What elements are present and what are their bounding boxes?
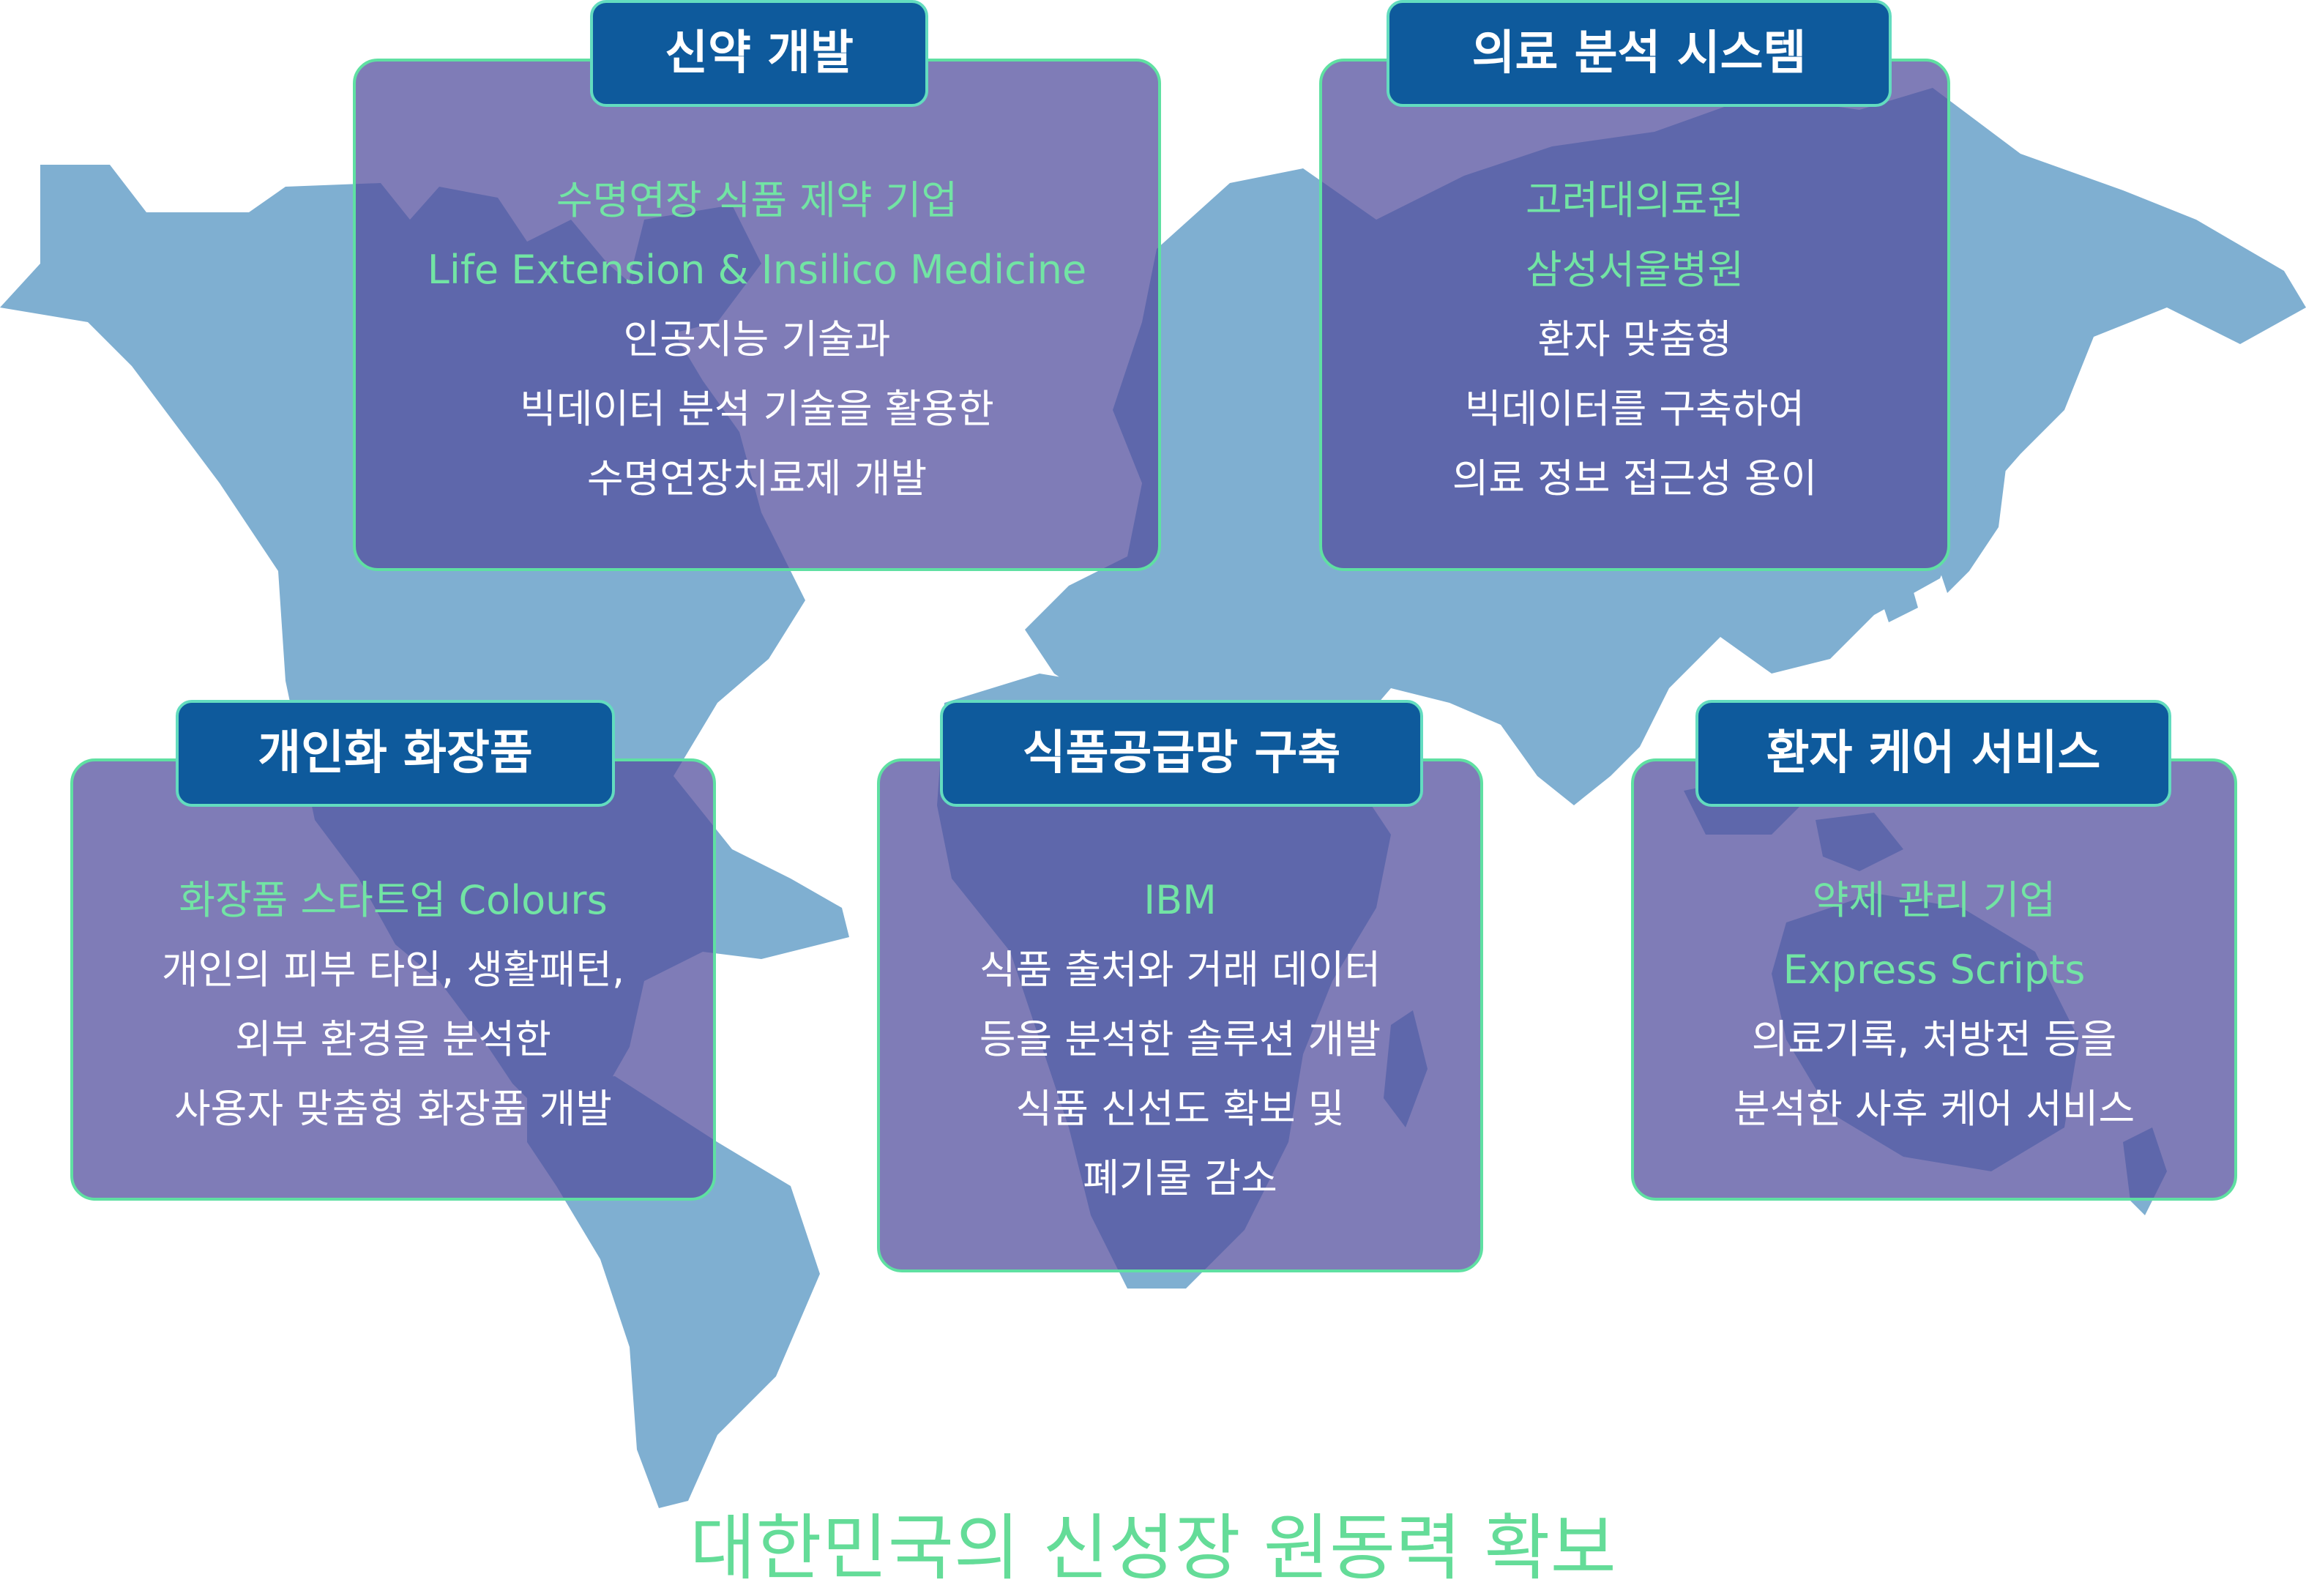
description-line: 등을 분석한 솔루션 개발 [979,1016,1381,1062]
card-patient-care-service: 환자 케어 서비스 약제 관리 기업 Express Scripts 의료기록,… [1631,700,2237,1201]
bottom-title: 대한민국의 신성장 원동력 확보 [690,1507,1616,1590]
card-title-tab: 환자 케어 서비스 [1695,700,2171,807]
card-body: IBM 식품 출처와 거래 데이터 등을 분석한 솔루션 개발 식품 신선도 확… [880,865,1480,1213]
company-name: Express Scripts [1783,947,2086,993]
company-name: 삼성서울병원 [1525,247,1745,293]
card-food-supply-chain: 식품공급망 구축 IBM 식품 출처와 거래 데이터 등을 분석한 솔루션 개발… [877,700,1483,1272]
card-personalized-cosmetics: 개인화 화장품 화장품 스타트업 Colours 개인의 피부 타입, 생활패턴… [70,700,716,1201]
map-fragment [1163,388,1183,403]
description-line: 개인의 피부 타입, 생활패턴, [161,947,625,993]
company-label: 고려대의료원 [1525,177,1745,223]
card-body: 수명연장 식품 제약 기업 Life Extension & Insilico … [356,165,1158,513]
description-line: 환자 맞춤형 [1537,316,1732,362]
company-label: 화장품 스타트업 Colours [179,877,608,923]
card-title-tab: 식품공급망 구축 [940,700,1423,807]
islands-shape [1874,556,1918,622]
card-title-tab: 개인화 화장품 [176,700,615,807]
card-body: 화장품 스타트업 Colours 개인의 피부 타입, 생활패턴, 외부 환경을… [73,865,713,1144]
company-label: IBM [1143,877,1217,923]
card-drug-development: 신약 개발 수명연장 식품 제약 기업 Life Extension & Ins… [353,0,1161,571]
company-label: 약제 관리 기업 [1812,877,2056,923]
card-title-tab: 신약 개발 [590,0,928,107]
card-body: 고려대의료원 삼성서울병원 환자 맞춤형 빅데이터를 구축하여 의료 정보 접근… [1322,165,1947,513]
description-line: 수명연장치료제 개발 [586,455,928,501]
description-line: 외부 환경을 분석한 [235,1016,551,1062]
company-name: Life Extension & Insilico Medicine [427,247,1087,293]
card-title-tab: 의료 분석 시스템 [1387,0,1892,107]
description-line: 분석한 사후 케어 서비스 [1733,1086,2135,1132]
description-line: 식품 출처와 거래 데이터 [979,947,1381,993]
card-medical-analysis: 의료 분석 시스템 고려대의료원 삼성서울병원 환자 맞춤형 빅데이터를 구축하… [1319,0,1950,571]
description-line: 인공지능 기술과 [623,316,891,362]
description-line: 빅데이터를 구축하여 [1464,386,1805,432]
description-line: 빅데이터 분석 기술을 활용한 [520,386,994,432]
japan-shape [1940,469,2006,593]
company-label: 수명연장 식품 제약 기업 [556,177,958,223]
description-line: 식품 신선도 확보 및 [1015,1086,1345,1132]
description-line: 사용자 맞춤형 화장품 개발 [174,1086,612,1132]
description-line: 의료기록, 처방전 등을 [1751,1016,2117,1062]
description-line: 의료 정보 접근성 용이 [1452,455,1818,501]
card-body: 약제 관리 기업 Express Scripts 의료기록, 처방전 등을 분석… [1634,865,2234,1144]
description-line: 폐기물 감소 [1083,1155,1277,1201]
